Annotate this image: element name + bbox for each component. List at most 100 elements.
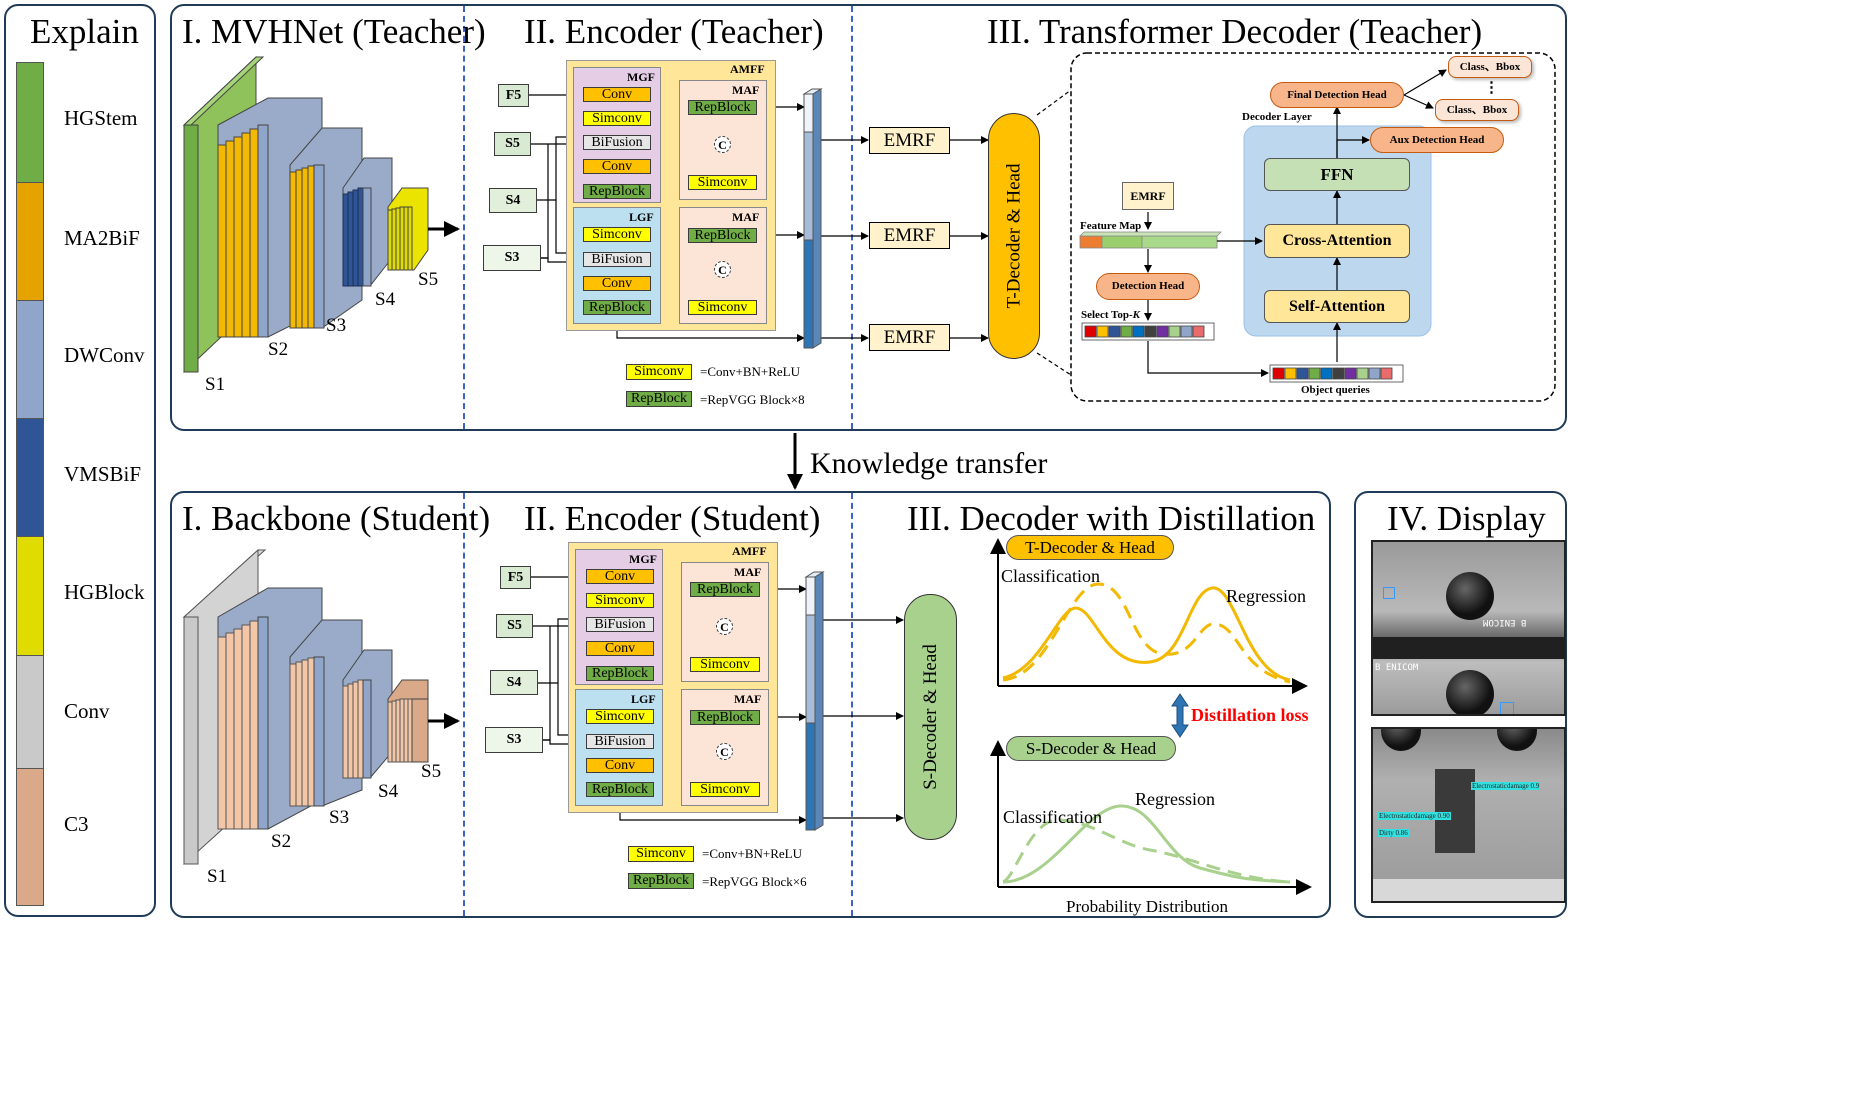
teacher-backbone-title: I. MVHNet (Teacher) bbox=[182, 12, 486, 51]
distill-student-head-tag: S-Decoder & Head bbox=[1006, 736, 1176, 761]
student-lgf-conv: Conv bbox=[586, 758, 654, 773]
student-lgf-simconv: Simconv bbox=[586, 709, 654, 724]
legend-dwconv-swatch bbox=[16, 300, 44, 438]
teacher-lgf-simconv: Simconv bbox=[583, 227, 651, 242]
teacher-regression-label: Regression bbox=[1226, 586, 1306, 606]
cross-attention-block: Cross-Attention bbox=[1264, 224, 1410, 258]
teacher-maf-top-label: MAF bbox=[732, 83, 760, 97]
student-input-s3: S3 bbox=[485, 727, 543, 753]
student-lgf-bifusion: BiFusion bbox=[586, 734, 654, 749]
student-stage-s3: S3 bbox=[329, 807, 350, 828]
student-maf-bottom-concat: C bbox=[716, 743, 733, 760]
teacher-divider-1 bbox=[463, 6, 465, 429]
teacher-emrf-1: EMRF bbox=[869, 127, 950, 154]
teacher-input-f5: F5 bbox=[498, 84, 529, 107]
legend-conv-label: Conv bbox=[64, 699, 110, 723]
teacher-encoder-title: II. Encoder (Teacher) bbox=[524, 12, 824, 51]
legend-hgblock-label: HGBlock bbox=[64, 580, 145, 604]
chip-pad-area bbox=[1435, 769, 1475, 853]
dark-trace bbox=[1373, 637, 1564, 659]
explain-title: Explain bbox=[30, 12, 139, 51]
student-panel bbox=[170, 491, 1331, 918]
teacher-mgf-conv-2: Conv bbox=[583, 159, 651, 174]
teacher-panel bbox=[170, 4, 1567, 431]
student-mgf-label: MGF bbox=[629, 552, 657, 566]
student-maf-top-concat: C bbox=[716, 618, 733, 635]
student-lgf-label: LGF bbox=[631, 692, 656, 706]
teacher-legend-repblock-def: =RepVGG Block×8 bbox=[700, 392, 805, 407]
student-maf-bottom-repblock: RepBlock bbox=[690, 710, 760, 725]
student-stage-s4: S4 bbox=[378, 781, 399, 802]
student-input-f5: F5 bbox=[500, 566, 531, 589]
decoder-zoom-box bbox=[1070, 52, 1556, 402]
teacher-distribution-curves bbox=[1002, 582, 1291, 684]
teacher-lgf-label: LGF bbox=[629, 210, 654, 224]
student-maf-top-repblock: RepBlock bbox=[690, 582, 760, 597]
teacher-emrf-3: EMRF bbox=[869, 324, 950, 351]
teacher-decoder-head-label: T-Decoder & Head bbox=[1003, 163, 1024, 309]
student-decoder-head-pill: S-Decoder & Head bbox=[904, 594, 957, 840]
aux-detection-head: Aux Detection Head bbox=[1370, 127, 1504, 153]
teacher-mgf-simconv: Simconv bbox=[583, 111, 651, 126]
solder-ball-left bbox=[1381, 729, 1421, 751]
student-mgf-bifusion: BiFusion bbox=[586, 617, 654, 632]
feature-map-label: Feature Map bbox=[1080, 220, 1142, 232]
ffn-block: FFN bbox=[1264, 158, 1410, 191]
student-maf-bottom-simconv: Simconv bbox=[690, 782, 760, 797]
output-class-bbox-1: Class、Bbox bbox=[1448, 56, 1532, 78]
knowledge-transfer-label: Knowledge transfer bbox=[810, 447, 1048, 480]
student-decoder-title: III. Decoder with Distillation bbox=[907, 499, 1316, 538]
output-class-bbox-2: Class、Bbox bbox=[1435, 99, 1519, 121]
bottom-pad bbox=[1373, 879, 1564, 901]
teacher-decoder-title: III. Transformer Decoder (Teacher) bbox=[987, 12, 1483, 51]
object-query-squares bbox=[1269, 364, 1404, 383]
student-maf-top-simconv: Simconv bbox=[690, 657, 760, 672]
teacher-maf-bottom-repblock: RepBlock bbox=[688, 228, 757, 243]
teacher-stage-s5: S5 bbox=[418, 269, 439, 290]
teacher-legend-simconv-def: =Conv+BN+ReLU bbox=[700, 364, 800, 379]
legend-hgblock-swatch bbox=[16, 536, 44, 674]
student-input-s5: S5 bbox=[496, 614, 533, 638]
legend-ma2bif-swatch bbox=[16, 182, 44, 320]
student-legend-simconv: Simconv bbox=[628, 846, 694, 862]
chip-text-2: B ENICOM bbox=[1483, 617, 1527, 627]
solder-ball-bottom bbox=[1446, 670, 1494, 714]
legend-hgstem-swatch bbox=[16, 62, 44, 200]
student-stage-s2: S2 bbox=[271, 831, 292, 852]
student-decoder-head-label: S-Decoder & Head bbox=[919, 644, 941, 790]
student-classification-label: Classification bbox=[1003, 807, 1102, 827]
legend-dwconv-label: DWConv bbox=[64, 343, 145, 367]
teacher-mgf-bifusion: BiFusion bbox=[583, 135, 651, 150]
teacher-amff-label: AMFF bbox=[730, 62, 765, 76]
teacher-maf-bottom-simconv: Simconv bbox=[688, 300, 757, 315]
student-feature-column bbox=[804, 571, 825, 831]
teacher-maf-top-repblock: RepBlock bbox=[688, 100, 757, 115]
teacher-stage-s4: S4 bbox=[375, 289, 396, 310]
teacher-input-s3: S3 bbox=[483, 245, 541, 271]
teacher-classification-label: Classification bbox=[1001, 566, 1100, 586]
teacher-emrf-2: EMRF bbox=[869, 222, 950, 249]
probability-distribution-label: Probability Distribution bbox=[1066, 897, 1228, 916]
teacher-backbone-blocks bbox=[182, 55, 460, 374]
detection-box-2 bbox=[1500, 702, 1514, 714]
distillation-loss-label: Distillation loss bbox=[1191, 705, 1309, 725]
final-detection-head: Final Detection Head bbox=[1270, 82, 1404, 108]
student-mgf-simconv: Simconv bbox=[586, 593, 654, 608]
teacher-lgf-conv: Conv bbox=[583, 276, 651, 291]
student-stage-s1: S1 bbox=[207, 866, 228, 887]
student-divider-1 bbox=[463, 493, 465, 916]
decoder-emrf: EMRF bbox=[1122, 182, 1174, 210]
display-panel bbox=[1354, 491, 1567, 918]
teacher-maf-top-concat: C bbox=[714, 136, 731, 153]
student-legend-repblock: RepBlock bbox=[628, 873, 694, 889]
teacher-maf-top-simconv: Simconv bbox=[688, 175, 757, 190]
student-divider-2 bbox=[851, 493, 853, 916]
topk-squares bbox=[1081, 322, 1215, 341]
teacher-feature-column bbox=[802, 88, 823, 349]
explain-panel bbox=[4, 4, 156, 917]
legend-vmsbif-label: VMSBiF bbox=[64, 462, 142, 486]
student-legend-simconv-def: =Conv+BN+ReLU bbox=[702, 846, 802, 861]
display-title: IV. Display bbox=[1387, 499, 1546, 538]
student-stage-s5: S5 bbox=[421, 761, 442, 782]
